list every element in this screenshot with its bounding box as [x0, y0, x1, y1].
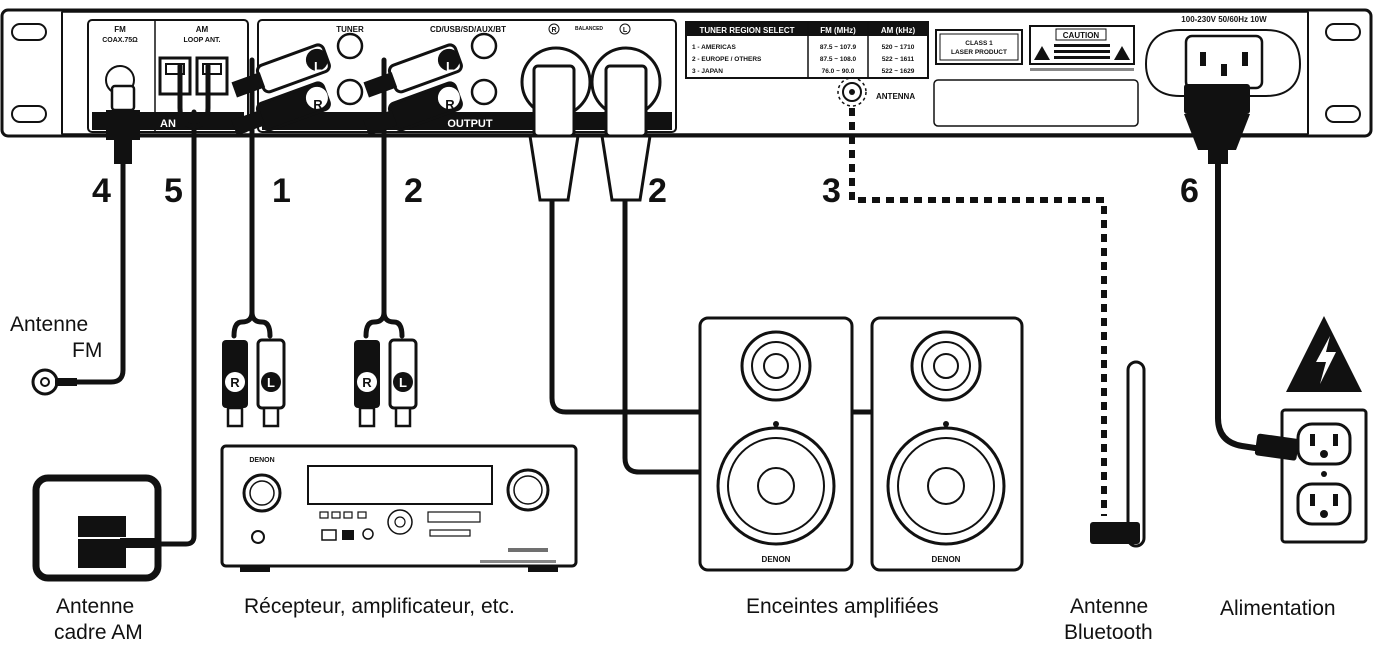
plug-mark-l: L	[314, 59, 322, 74]
class-label-2: LASER PRODUCT	[951, 49, 1007, 56]
tuner-label: TUNER	[336, 25, 364, 34]
high-voltage-warning-icon	[1286, 316, 1362, 392]
region-row-name: 2 - EUROPE / OTHERS	[692, 56, 762, 63]
region-row-am: 522 ~ 1611	[882, 56, 915, 63]
plug-mark-l: L	[446, 59, 454, 74]
receiver-brand: DENON	[249, 457, 274, 464]
xlr-plug-icon	[528, 64, 652, 202]
region-row-am: 522 ~ 1629	[882, 68, 915, 75]
fm-coax-plug-icon	[106, 84, 140, 164]
rca-plug-icon	[231, 43, 463, 136]
wall-outlet-icon	[1254, 408, 1368, 544]
balanced-label: BALANCED	[575, 26, 603, 32]
speaker-brand: DENON	[762, 555, 791, 564]
am-bar-text: AN	[160, 118, 176, 130]
am-terminal-icon	[158, 56, 229, 96]
antenna-label: ANTENNA	[876, 92, 915, 101]
fm-sub-label: COAX.75Ω	[102, 37, 138, 44]
laser-class-label: CLASS 1 LASER PRODUCT	[935, 29, 1023, 65]
rca-jack-icon	[336, 32, 498, 106]
class-label-1: CLASS 1	[965, 40, 993, 47]
plug-mark-r: R	[445, 97, 455, 112]
caution-text: CAUTION	[1063, 31, 1100, 40]
aux-label: CD/USB/SD/AUX/BT	[430, 25, 506, 34]
plug-mark-l: L	[267, 375, 275, 390]
rack-ear-slot-icon	[11, 23, 1361, 123]
region-row-fm: 76.0 ~ 90.0	[822, 68, 855, 75]
receiver-label: Récepteur, amplificateur, etc.	[244, 595, 515, 618]
connection-number-6: 6	[1180, 172, 1199, 210]
speaker-brand: DENON	[932, 555, 961, 564]
fm-label: FM	[114, 25, 126, 34]
region-row-fm: 87.5 ~ 107.9	[820, 44, 857, 51]
xlr-cable-2	[622, 197, 703, 475]
am-sub-label: LOOP ANT.	[184, 37, 221, 44]
am-loop-antenna-icon	[32, 474, 162, 582]
region-title: TUNER REGION SELECT	[699, 26, 794, 35]
region-fm-head: FM (MHz)	[820, 26, 856, 35]
am-cable-loop	[177, 63, 211, 129]
fm-antenna-icon	[31, 368, 77, 396]
plug-mark-l: L	[399, 375, 407, 390]
connection-number-2: 2	[648, 172, 667, 210]
plug-mark-r: R	[230, 375, 240, 390]
speaker-right-icon: DENON	[870, 316, 1024, 572]
connection-number-4: 4	[92, 172, 111, 210]
connection-number-1: 1	[272, 172, 291, 210]
bluetooth-antenna-icon	[1090, 360, 1146, 548]
xlr-cable-1	[549, 197, 703, 415]
balanced-l-label: L	[623, 27, 628, 34]
region-am-head: AM (kHz)	[881, 26, 916, 35]
region-row-fm: 87.5 ~ 108.0	[820, 56, 857, 63]
plug-mark-r: R	[362, 375, 372, 390]
power-label: Alimentation	[1220, 597, 1336, 620]
am-cable	[155, 109, 197, 547]
balanced-r-label: R	[551, 27, 556, 34]
receiver-icon: DENON	[220, 444, 578, 572]
bluetooth-antenna-label: Antenne	[1070, 595, 1149, 618]
region-row-name: 1 - AMERICAS	[692, 44, 736, 51]
region-row-name: 3 - JAPAN	[692, 68, 723, 75]
plug-mark-r: R	[313, 97, 323, 112]
caution-label: CAUTION	[1029, 25, 1135, 71]
connection-number-2: 2	[404, 172, 423, 210]
speakers-label: Enceintes amplifiées	[746, 595, 939, 618]
connection-number-3: 3	[822, 172, 841, 210]
power-plug-icon	[1184, 84, 1250, 164]
connection-number-5: 5	[164, 172, 183, 210]
fm-antenna-label: FM	[72, 339, 103, 362]
rca-plug-pair-icon	[222, 338, 418, 428]
output-label: OUTPUT	[447, 118, 493, 130]
speaker-left-icon: DENON	[698, 316, 854, 572]
bt-antenna-connector: ANTENNA	[837, 77, 1139, 127]
region-row-am: 520 ~ 1710	[882, 44, 915, 51]
tuner-region-table: TUNER REGION SELECT FM (MHz) AM (kHz) 1 …	[685, 21, 929, 79]
am-antenna-label: cadre AM	[54, 621, 143, 644]
fm-antenna-label: Antenne	[10, 313, 89, 336]
am-label: AM	[196, 25, 209, 34]
bluetooth-antenna-label: Bluetooth	[1064, 621, 1153, 644]
power-cable	[1215, 157, 1271, 453]
am-antenna-label: Antenne	[56, 595, 135, 618]
power-rating-label: 100-230V 50/60Hz 10W	[1181, 15, 1267, 24]
fm-cable	[72, 157, 126, 385]
bt-cable	[849, 108, 1107, 516]
